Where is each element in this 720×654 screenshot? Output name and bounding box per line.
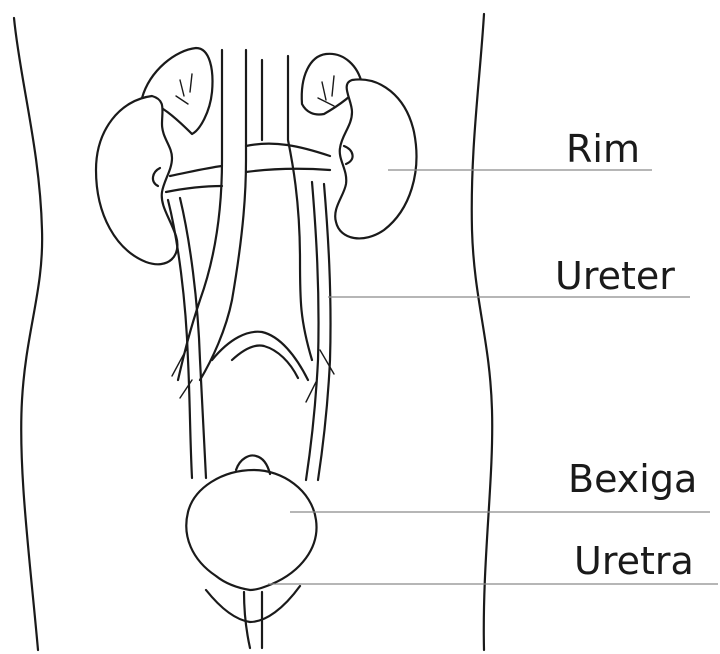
label-urethra: Uretra	[574, 542, 694, 580]
pelvic-floor	[206, 586, 300, 622]
label-kidney: Rim	[566, 130, 640, 168]
label-bladder: Bexiga	[568, 460, 697, 498]
renal-vessels	[166, 144, 330, 192]
body-outline-right	[472, 14, 492, 650]
ureter-left-inner	[180, 198, 206, 478]
kidney-right	[335, 79, 416, 238]
ureters	[168, 182, 331, 480]
urethra-left-wall	[244, 592, 250, 648]
renal-vein-left	[170, 166, 222, 176]
ureter-right-outer	[306, 182, 319, 480]
renal-artery-left	[166, 186, 222, 192]
bladder	[186, 456, 316, 622]
pelvic-branches	[172, 350, 334, 402]
adrenal-glands	[142, 48, 362, 134]
bladder-body	[186, 470, 316, 590]
renal-vein-right	[246, 144, 330, 156]
renal-artery-right	[246, 169, 330, 172]
label-ureter: Ureter	[555, 257, 675, 295]
ureter-right-inner	[318, 184, 331, 480]
kidney-left	[96, 96, 177, 264]
branch-right-1	[320, 350, 334, 374]
body-outline-left	[14, 18, 42, 650]
iliac-bifurcation	[212, 332, 308, 380]
leader-lines	[268, 170, 718, 584]
